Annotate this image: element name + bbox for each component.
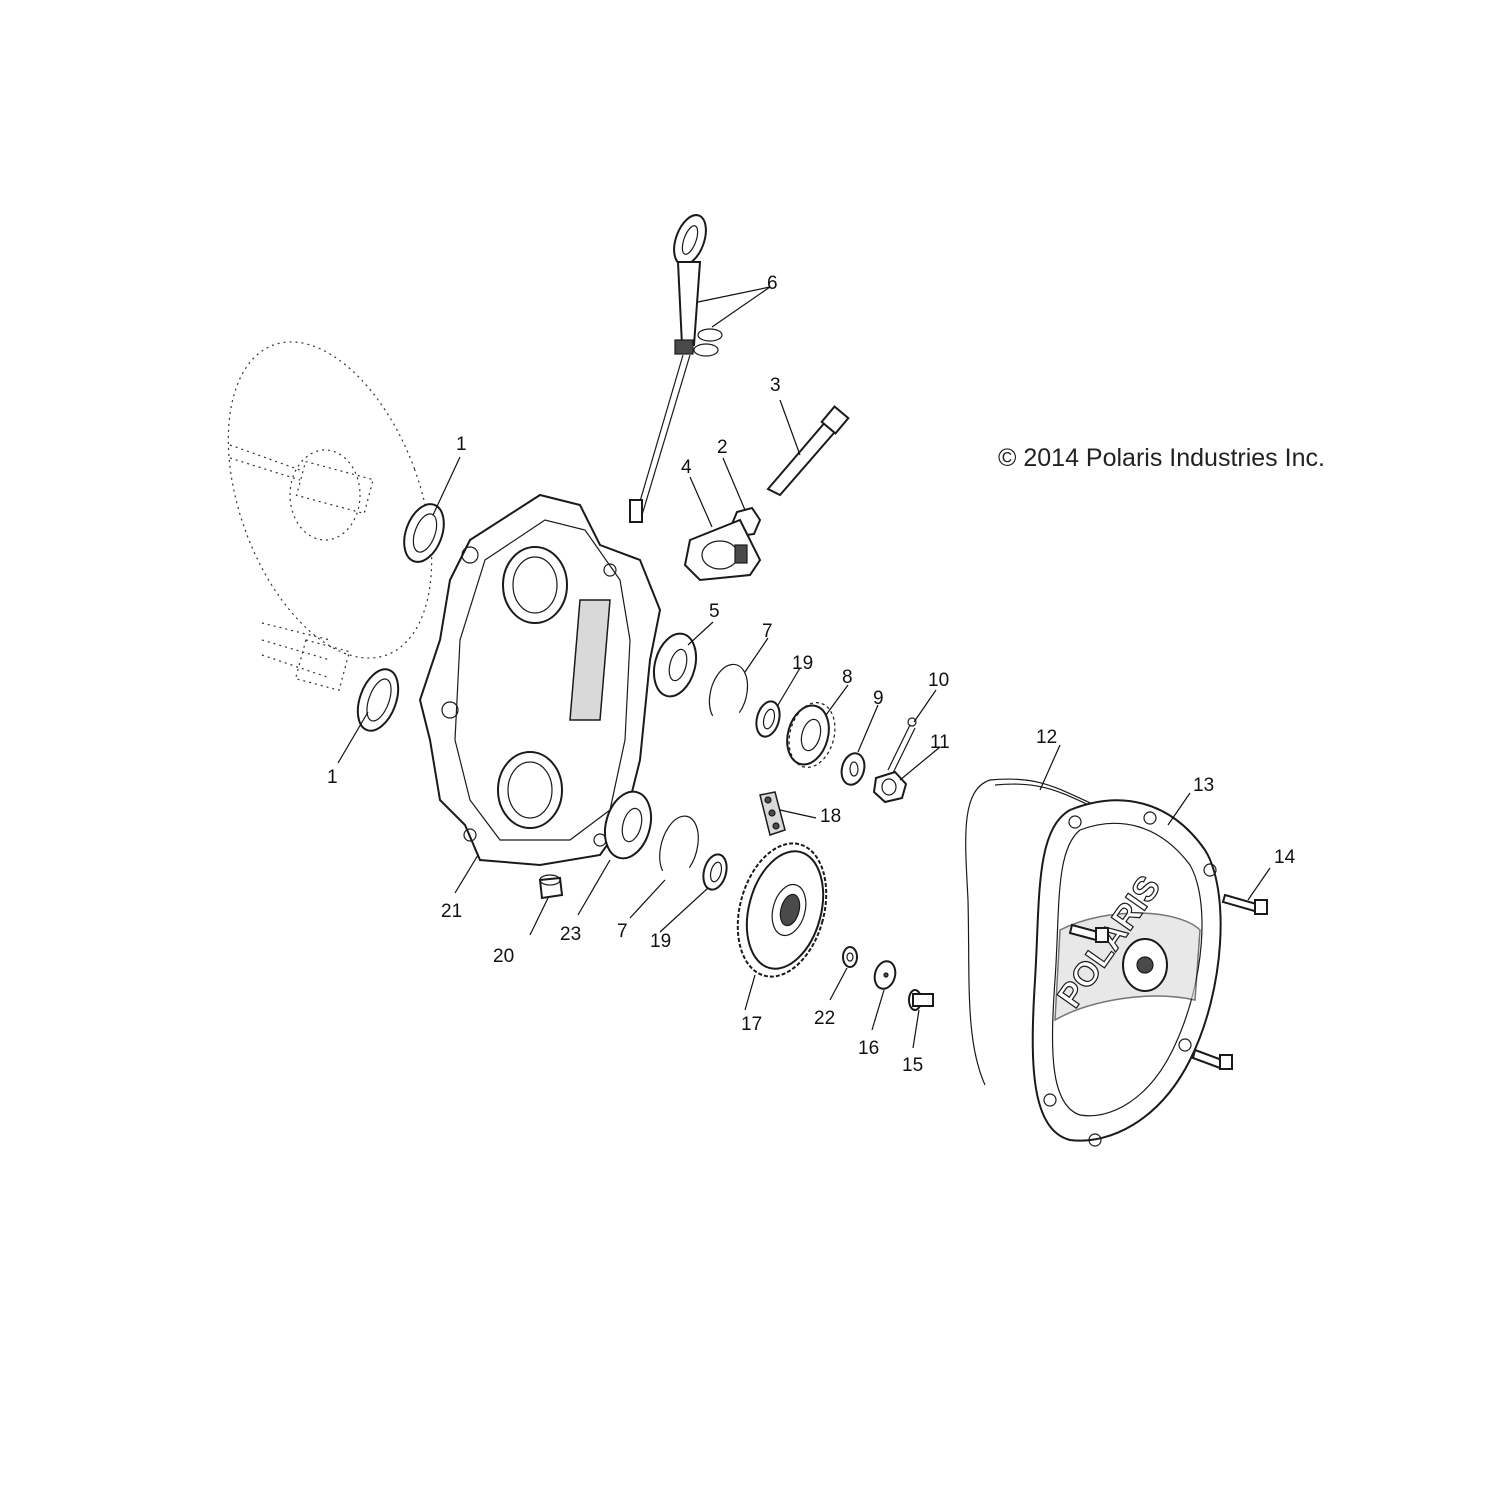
callout-18: 18 [820,806,841,827]
chain [759,791,786,836]
callout-8: 8 [842,667,853,688]
callout-21: 21 [441,901,462,922]
callout-19-lower: 19 [650,931,671,952]
callout-4: 4 [681,457,692,478]
castle-nut [872,770,908,804]
flat-washer [840,752,866,786]
driven-sprocket [736,842,828,978]
callout-19-upper: 19 [792,653,813,674]
washer-lower [702,853,728,891]
large-washer [873,960,897,990]
callout-2: 2 [717,437,728,458]
callout-10: 10 [928,670,949,691]
cotter-pin [887,717,917,774]
drain-plug [538,874,564,900]
callout-22: 22 [814,1008,835,1029]
cover-bolts [1068,893,1268,1070]
callout-1-lower: 1 [327,767,338,788]
callout-6: 6 [767,273,778,294]
callout-11: 11 [930,732,950,753]
chaincase-housing [418,493,662,867]
phantom-input-shaft [261,622,351,692]
callout-23: 23 [560,924,581,945]
drive-sprocket [786,702,836,768]
dipstick [629,214,707,523]
callout-16: 16 [858,1038,879,1059]
washer-upper [755,700,781,738]
short-bolt [908,989,934,1011]
leader-lines [337,286,1271,1049]
copyright-notice: © 2014 Polaris Industries Inc. [998,444,1325,472]
callout-3: 3 [770,375,781,396]
dipstick-o-rings [693,328,723,357]
callout-9: 9 [873,688,884,709]
callout-5: 5 [709,601,720,622]
tensioner-block [683,518,762,582]
bearing-upper [652,632,698,698]
callout-labels: 1 1 2 3 4 5 6 7 7 8 9 10 11 12 13 14 15 … [327,273,1296,1076]
callout-17: 17 [741,1014,762,1035]
bearing-lower [603,790,653,860]
callout-20: 20 [493,946,514,967]
snap-ring-lower [659,815,699,872]
callout-15: 15 [902,1055,923,1076]
snap-ring-upper [708,663,749,717]
callout-13: 13 [1193,775,1214,796]
small-washer [842,946,858,968]
callout-14: 14 [1274,847,1296,868]
callout-7-lower: 7 [617,921,628,942]
phantom-drive-clutch [227,341,433,659]
long-bolt [766,405,850,497]
callout-12: 12 [1036,727,1057,748]
seal-upper [403,503,445,563]
seal-lower [356,668,400,732]
callout-1-upper: 1 [456,434,467,455]
chaincase-cover: POLARIS [1031,799,1222,1147]
callout-7-upper: 7 [762,621,773,642]
